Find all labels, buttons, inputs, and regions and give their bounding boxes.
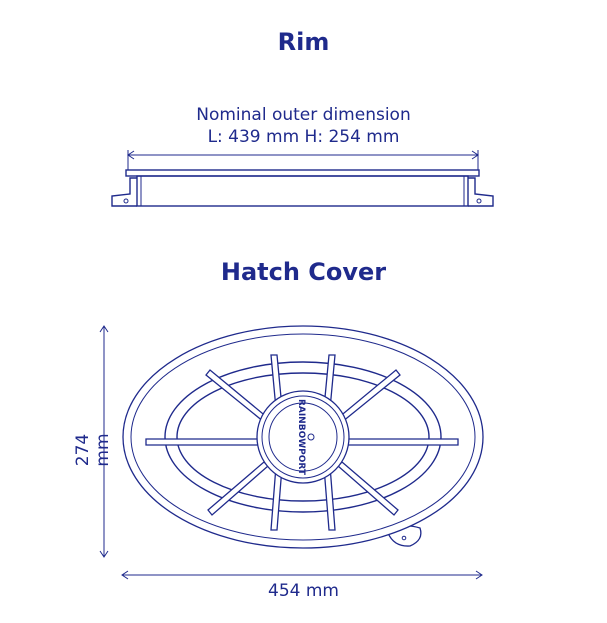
center-hub bbox=[256, 390, 350, 484]
height-dimension-line bbox=[99, 325, 109, 558]
width-dimension-label: 454 mm bbox=[268, 581, 339, 601]
rim-title: Rim bbox=[277, 28, 330, 56]
width-dimension-line bbox=[121, 570, 483, 580]
rim-note-line2: L: 439 mm H: 254 mm bbox=[207, 127, 400, 147]
inner-ellipse bbox=[164, 361, 442, 513]
rim-dimension-note: Nominal outer dimension L: 439 mm H: 254… bbox=[0, 104, 607, 148]
rim-profile bbox=[111, 169, 494, 207]
hatch-cover-title: Hatch Cover bbox=[220, 258, 387, 286]
hatch-cover-drawing bbox=[122, 325, 484, 549]
logo-mark: RAINBOWPORT bbox=[296, 399, 315, 476]
rim-dimension-line bbox=[127, 150, 479, 170]
logo-text: RAINBOWPORT bbox=[296, 399, 306, 476]
rim-note-line1: Nominal outer dimension bbox=[196, 105, 411, 125]
